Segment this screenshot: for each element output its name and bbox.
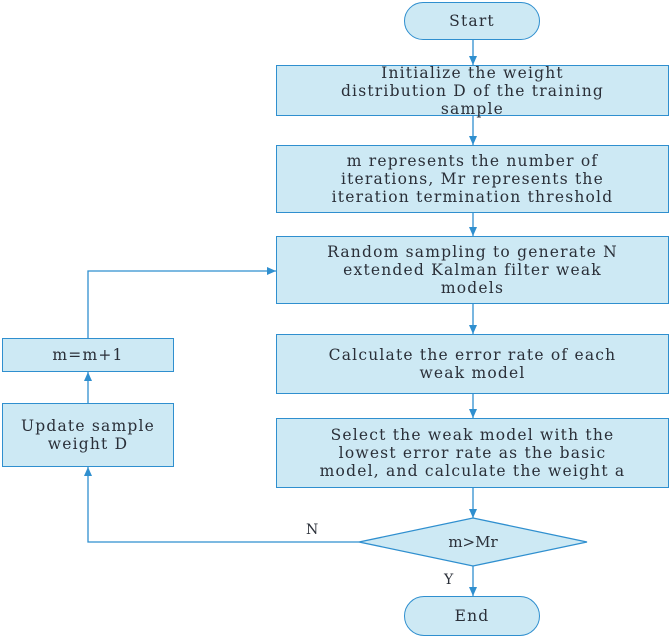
start-terminal: Start	[404, 2, 540, 40]
update-weight-box: Update sample weight D	[2, 403, 174, 467]
start-label: Start	[449, 12, 495, 30]
sampling-label: Random sampling to generate N extended K…	[327, 243, 618, 297]
decision-node: m>Mr	[359, 518, 587, 566]
iterations-label: m represents the number of iterations, M…	[331, 152, 614, 206]
iterations-box: m represents the number of iterations, M…	[276, 145, 669, 213]
init-weights-box: Initialize the weight distribution D of …	[276, 63, 669, 118]
decision-diamond	[358, 517, 588, 567]
end-label: End	[454, 607, 490, 625]
decision-label: m>Mr	[448, 533, 498, 551]
update-weight-label: Update sample weight D	[20, 417, 156, 453]
select-model-label: Select the weak model with the lowest er…	[319, 426, 626, 480]
arrow-decision-no-to-update	[84, 467, 359, 543]
error-rate-label: Calculate the error rate of each weak mo…	[328, 346, 617, 382]
increment-box: m=m+1	[2, 338, 174, 372]
end-terminal: End	[404, 596, 540, 636]
increment-label: m=m+1	[52, 346, 124, 364]
sampling-box: Random sampling to generate N extended K…	[276, 236, 669, 304]
arrow-increment-to-sampling	[87, 267, 276, 338]
select-model-box: Select the weak model with the lowest er…	[276, 418, 669, 488]
no-branch-label: N	[306, 522, 319, 538]
error-rate-box: Calculate the error rate of each weak mo…	[276, 334, 669, 394]
yes-branch-label: Y	[444, 572, 454, 588]
init-weights-label: Initialize the weight distribution D of …	[340, 63, 605, 118]
